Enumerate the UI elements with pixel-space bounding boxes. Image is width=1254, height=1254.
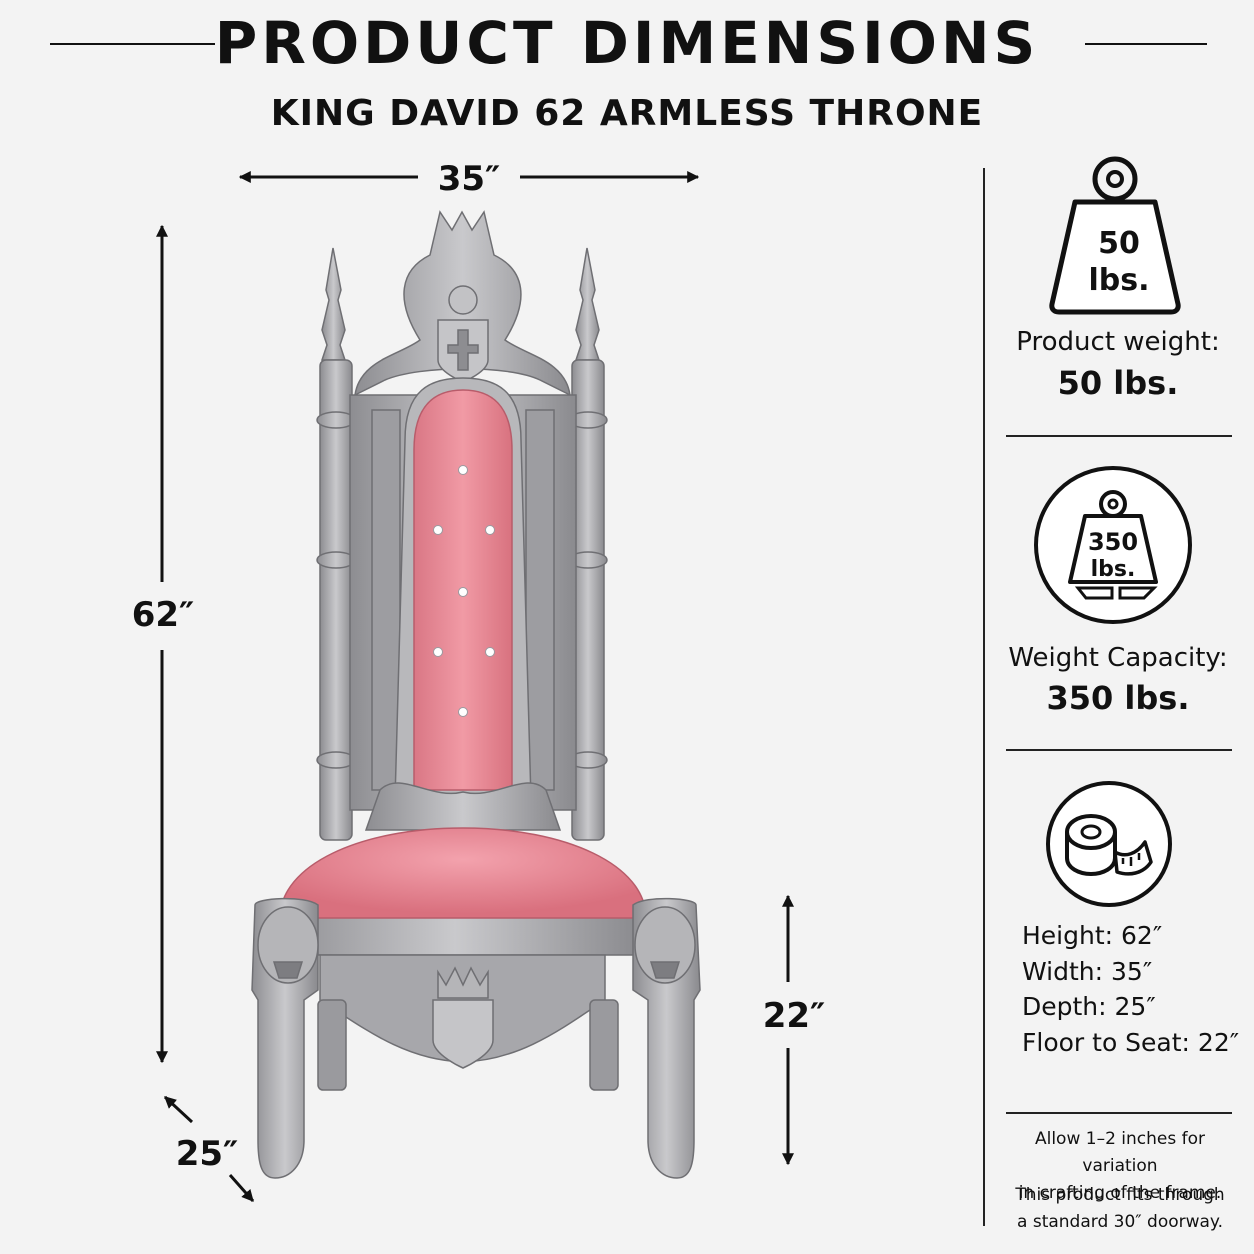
capacity-weight-icon: 350 lbs.: [1034, 466, 1192, 624]
throne-seat-cushion: [279, 827, 647, 919]
capacity-icon-number: 350: [1088, 528, 1138, 556]
product-weight-value: 50 lbs.: [1057, 364, 1179, 402]
panel-divider-1: [1006, 435, 1232, 437]
doorway-note-line1: This product fits through: [1015, 1185, 1225, 1205]
height-label: 62″: [132, 595, 195, 635]
tape-measure-icon: [1046, 781, 1172, 907]
weight-capacity-value: 350 lbs.: [1046, 679, 1190, 717]
throne-lower-frame: [269, 782, 641, 1091]
weight-icon-unit: lbs.: [1088, 263, 1149, 298]
spec-width: Width: 35″: [1022, 956, 1153, 986]
throne-back-cushion: [413, 389, 513, 791]
depth-label: 25″: [176, 1134, 239, 1174]
spec-depth: Depth: 25″: [1022, 992, 1156, 1021]
width-label: 35″: [438, 159, 501, 199]
title-rule-left: [50, 43, 215, 45]
dimension-specs: Height: 62″ Width: 35″ Depth: 25″ Floor …: [1022, 918, 1239, 1060]
throne-back-posts: [316, 247, 608, 841]
product-name: KING DAVID 62 ARMLESS THRONE: [270, 93, 984, 134]
panel-divider-3: [1006, 1112, 1232, 1114]
title-rule-right: [1085, 43, 1207, 45]
spec-height: Height: 62″: [1022, 921, 1163, 950]
panel-divider-vertical: [983, 168, 985, 1226]
depth-arrow: [163, 1095, 255, 1202]
throne-illustration: 35″ 62″ 25″ 22″: [132, 159, 826, 1202]
product-weight-label: Product weight:: [1016, 327, 1220, 357]
weight-capacity-label: Weight Capacity:: [1008, 643, 1228, 673]
variation-note-line1: Allow 1–2 inches for variation: [1034, 1129, 1206, 1176]
throne-crest: [354, 210, 571, 397]
variation-note-line2: in crafting of the frame.: [1018, 1183, 1222, 1203]
variation-note: Allow 1–2 inches for variation in crafti…: [996, 1126, 1244, 1207]
spec-floor-to-seat: Floor to Seat: 22″: [1022, 1027, 1240, 1057]
seat-height-label: 22″: [763, 996, 826, 1036]
capacity-icon-unit: lbs.: [1091, 557, 1136, 582]
panel-divider-2: [1006, 749, 1232, 751]
weight-icon-number: 50: [1098, 226, 1140, 261]
page-title: PRODUCT DIMENSIONS: [214, 9, 1040, 77]
throne-lion-legs: [251, 897, 701, 1179]
doorway-note: This product fits through a standard 30″…: [996, 1182, 1244, 1236]
weight-icon: 50 lbs.: [1049, 156, 1181, 315]
doorway-note-line2: a standard 30″ doorway.: [1017, 1212, 1223, 1232]
